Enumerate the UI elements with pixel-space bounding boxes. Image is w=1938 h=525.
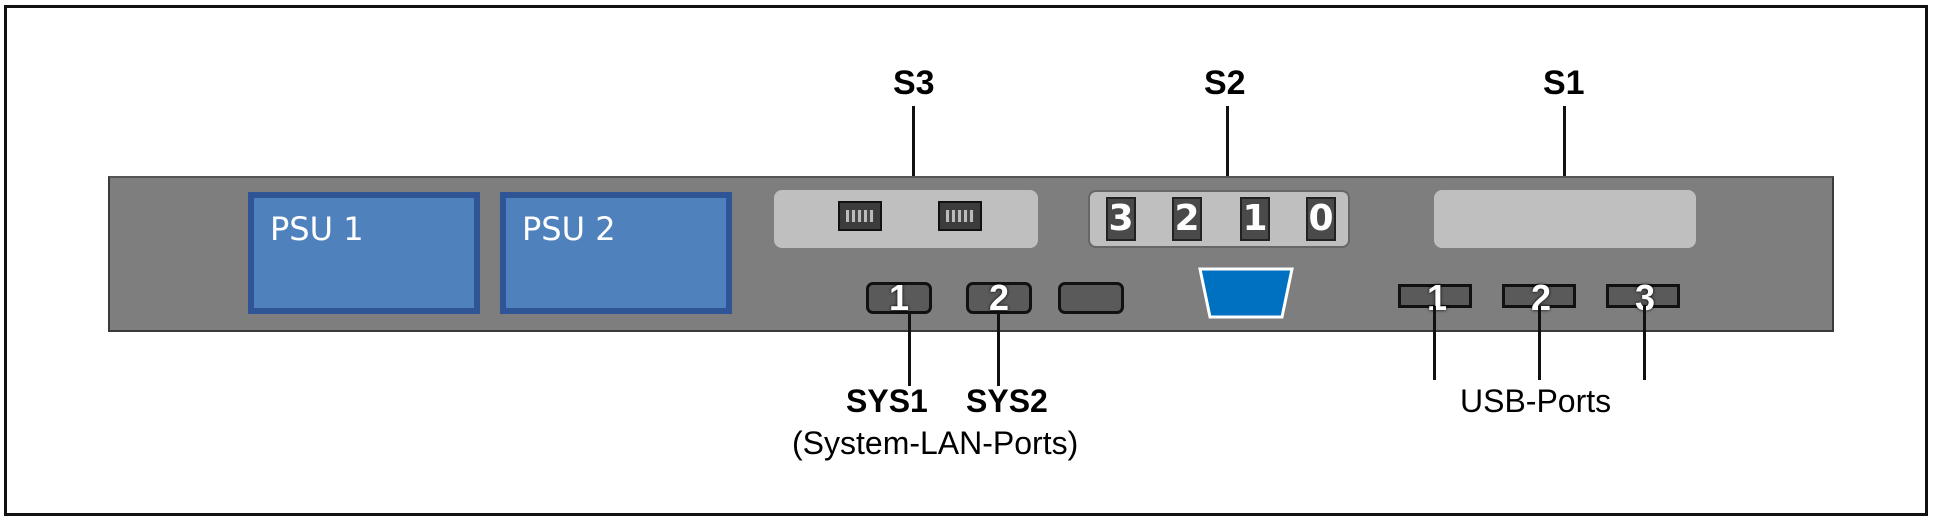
- usb-port-2-number: 2: [1531, 277, 1552, 318]
- sys-port-2-number: 2: [989, 277, 1010, 318]
- usb-port-1: 1: [1398, 277, 1472, 318]
- usb2-line: [1538, 306, 1541, 380]
- callout-line-s2: [1226, 106, 1229, 192]
- callout-line-s1: [1563, 106, 1566, 192]
- sys-port-1-number: 1: [889, 277, 910, 318]
- lan-port-3: [1058, 282, 1124, 314]
- vga-port-shape: [1198, 267, 1294, 319]
- sys2-label: SYS2: [966, 383, 1048, 419]
- digit-2: 2: [1172, 197, 1202, 241]
- sfp-port-1: [838, 201, 882, 231]
- usb1-line: [1433, 306, 1436, 380]
- system-lan-caption: (System-LAN-Ports): [792, 425, 1079, 461]
- s1-panel: [1434, 190, 1696, 248]
- vga-port: [1198, 267, 1294, 319]
- usb-port-3-number: 3: [1635, 277, 1656, 318]
- sys1-label: SYS1: [846, 383, 928, 419]
- psu-1: PSU 1: [248, 192, 480, 314]
- sys2-line: [997, 312, 1000, 386]
- usb-port-2: 2: [1502, 277, 1576, 318]
- sfp-port-2: [938, 201, 982, 231]
- digit-3: 3: [1106, 197, 1136, 241]
- psu-1-label: PSU 1: [254, 198, 474, 308]
- sys-port-1: 1: [866, 277, 932, 318]
- callout-line-s3: [912, 106, 915, 192]
- callout-s2: S2: [1204, 64, 1246, 102]
- s3-panel: [774, 190, 1038, 248]
- psu-2: PSU 2: [500, 192, 732, 314]
- usb-port-1-number: 1: [1427, 277, 1448, 318]
- sys-port-2: 2: [966, 277, 1032, 318]
- usb-port-3: 3: [1606, 277, 1680, 318]
- usb-caption: USB-Ports: [1460, 383, 1612, 419]
- digit-1: 1: [1240, 197, 1270, 241]
- digit-0: 0: [1306, 197, 1336, 241]
- callout-s3: S3: [893, 64, 935, 102]
- callout-s1: S1: [1543, 64, 1585, 102]
- sys1-line: [908, 312, 911, 386]
- psu-2-label: PSU 2: [506, 198, 726, 308]
- usb3-line: [1643, 306, 1646, 380]
